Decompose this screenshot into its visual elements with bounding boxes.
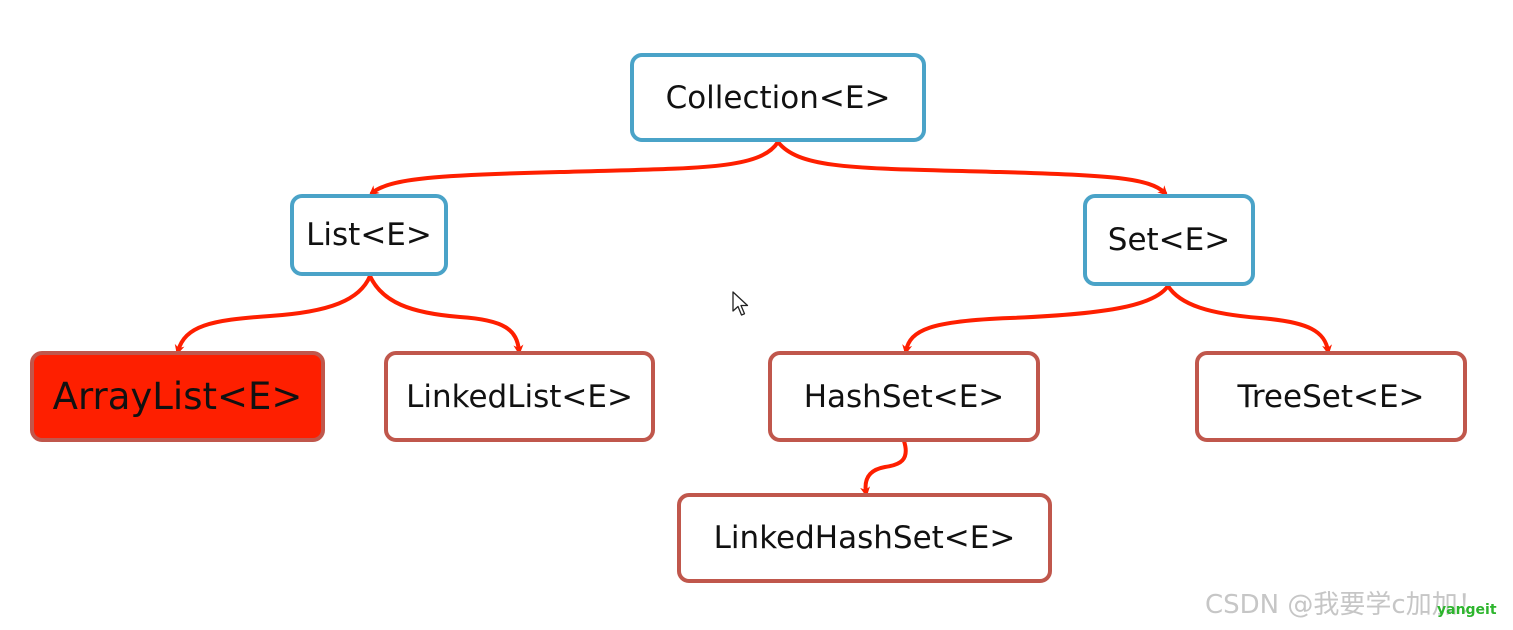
- watermark-text: CSDN @我要学c加加！: [1205, 590, 1484, 620]
- node-linkedhashset: LinkedHashSet<E>: [677, 493, 1052, 583]
- node-hashset-label: HashSet<E>: [803, 378, 1005, 415]
- arrow-collection-to-list: [368, 140, 780, 196]
- node-arraylist: ArrayList<E>: [30, 351, 325, 442]
- mouse-cursor-icon: [732, 291, 749, 316]
- node-set: Set<E>: [1083, 194, 1255, 286]
- node-treeset: TreeSet<E>: [1195, 351, 1467, 442]
- node-set-label: Set<E>: [1107, 222, 1231, 258]
- node-collection-label: Collection<E>: [665, 79, 891, 116]
- arrow-list-to-arraylist: [174, 274, 372, 355]
- node-linkedhashset-label: LinkedHashSet<E>: [713, 520, 1016, 556]
- node-treeset-label: TreeSet<E>: [1237, 378, 1425, 415]
- node-hashset: HashSet<E>: [768, 351, 1040, 442]
- arrow-list-to-linkedlist: [368, 274, 524, 355]
- node-linkedlist-label: LinkedList<E>: [406, 378, 633, 415]
- arrow-hashset-to-linkedhashset: [860, 439, 908, 497]
- node-arraylist-label: ArrayList<E>: [52, 375, 303, 418]
- arrow-set-to-hashset: [902, 284, 1170, 355]
- arrow-collection-to-set: [776, 140, 1168, 196]
- node-collection: Collection<E>: [630, 53, 926, 142]
- arrow-set-to-treeset: [1166, 284, 1332, 355]
- node-linkedlist: LinkedList<E>: [384, 351, 655, 442]
- node-list-label: List<E>: [306, 217, 432, 253]
- node-list: List<E>: [290, 194, 448, 276]
- watermark-badge: yangeit: [1437, 602, 1497, 618]
